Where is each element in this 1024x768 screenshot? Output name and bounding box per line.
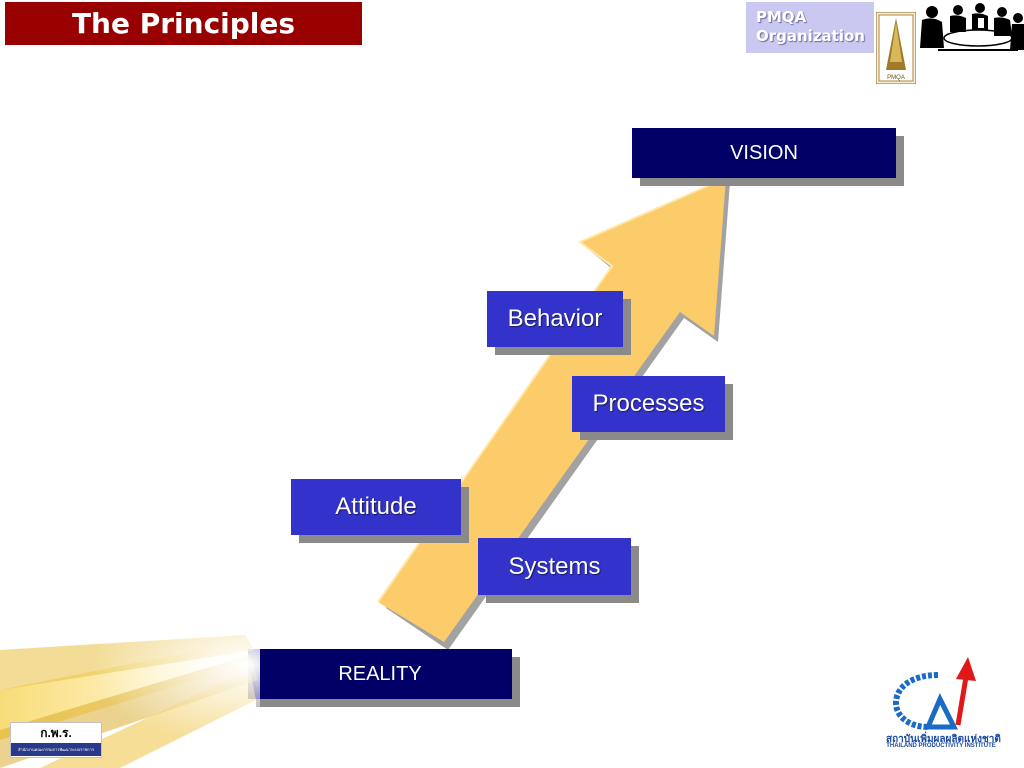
systems-label: Systems (508, 552, 601, 580)
tpi-logo (892, 657, 976, 730)
pmqa-logo-text: PMQA (887, 75, 905, 81)
ocsc-logo-text: ก.พ.ร. (40, 725, 72, 740)
vision-label: VISION (730, 141, 798, 164)
processes-label: Processes (592, 390, 705, 417)
vision-box: VISION (632, 128, 896, 178)
attitude-label: Attitude (335, 493, 417, 520)
org-label-line1: PMQA (756, 8, 807, 26)
attitude-box: Attitude (291, 479, 461, 535)
behavior-box: Behavior (487, 291, 623, 347)
org-label-box: PMQA Organization (746, 2, 874, 53)
reality-label: REALITY (338, 662, 422, 685)
processes-box: Processes (572, 376, 725, 432)
page-title: The Principles (5, 2, 362, 45)
org-label: PMQA Organization (756, 8, 865, 46)
ocsc-logo: ก.พ.ร. สำนักงานคณะกรรมการพัฒนาระบบราชการ (10, 722, 102, 758)
pmqa-logo: PMQA (876, 12, 916, 84)
reality-box: REALITY (248, 649, 512, 699)
behavior-label: Behavior (507, 305, 603, 332)
tpi-name-english: THAILAND PRODUCTIVITY INSTITUTE (886, 743, 996, 749)
tpi-name-thai: สถาบันเพิ่มผลผลิตแห่งชาติ (886, 734, 1001, 745)
meeting-people-clipart (918, 0, 1024, 54)
page-title-text: The Principles (71, 7, 296, 40)
ocsc-logo-subtext: สำนักงานคณะกรรมการพัฒนาระบบราชการ (11, 743, 101, 756)
systems-box: Systems (478, 538, 631, 595)
org-label-line2: Organization (756, 27, 865, 45)
